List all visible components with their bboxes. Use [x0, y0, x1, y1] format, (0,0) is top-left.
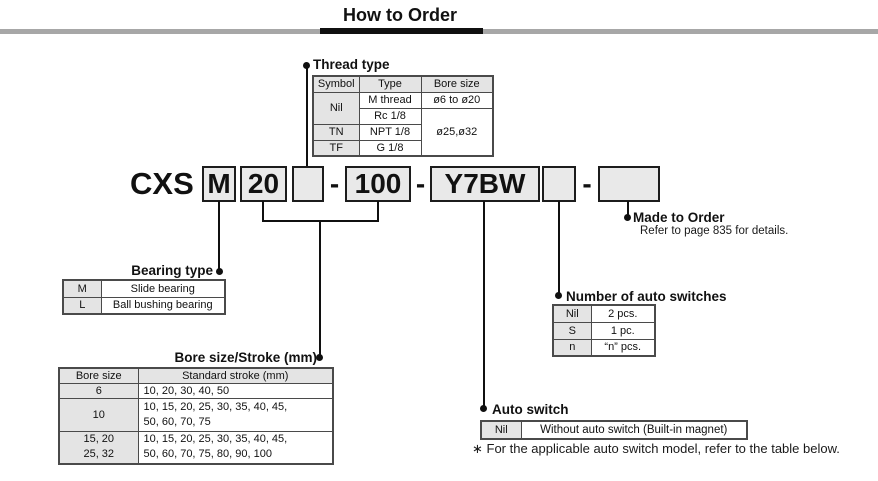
- model-dash-3: -: [582, 168, 592, 199]
- bearing-sym-m: M: [62, 279, 102, 298]
- model-box-made-to-order: [598, 166, 660, 202]
- bearing-desc-m: Slide bearing: [100, 279, 226, 298]
- auto-switch-desc-nil: Without auto switch (Built-in magnet): [520, 420, 748, 440]
- strokes-10-line2: 50, 60, 70, 75: [143, 415, 211, 428]
- bore-stroke-dot: [316, 354, 323, 361]
- auto-switch-label: Auto switch: [492, 402, 569, 417]
- bore-15-32-line2: 25, 32: [83, 448, 115, 461]
- bearing-dot: [216, 268, 223, 275]
- thread-col-bore: Bore size: [420, 75, 494, 93]
- auto-switch-connector: [483, 201, 485, 407]
- bearing-connector: [218, 201, 220, 270]
- auto-switch-sym-nil: Nil: [480, 420, 522, 440]
- thread-col-symbol: Symbol: [312, 75, 360, 93]
- model-box-auto-switch: Y7BW: [430, 166, 540, 202]
- qty-sym-n: n: [552, 338, 592, 357]
- qty-sym-nil: Nil: [552, 304, 592, 323]
- strokes-15-32: 10, 15, 20, 25, 30, 35, 40, 45, 50, 60, …: [137, 430, 334, 465]
- thread-sym-tf: TF: [312, 139, 360, 157]
- qty-desc-n: “n” pcs.: [590, 338, 656, 357]
- bore-15-32: 15, 20 25, 32: [58, 430, 139, 465]
- switch-qty-dot: [555, 292, 562, 299]
- model-box-switch-qty: [542, 166, 576, 202]
- model-box-bore: 20: [240, 166, 287, 202]
- auto-switch-note: ∗ For the applicable auto switch model, …: [472, 441, 840, 456]
- thread-col-type: Type: [358, 75, 422, 93]
- strokes-6: 10, 20, 30, 40, 50: [137, 382, 334, 399]
- thread-bore-small: ø6 to ø20: [420, 91, 494, 109]
- strokes-15-32-line2: 50, 60, 70, 75, 80, 90, 100: [143, 448, 272, 461]
- switch-qty-connector: [558, 201, 560, 294]
- page-title: How to Order: [342, 5, 457, 25]
- thread-bore-large: ø25,ø32: [420, 107, 494, 157]
- bearing-desc-l: Ball bushing bearing: [100, 296, 226, 315]
- model-prefix: CXS: [130, 166, 194, 201]
- title-underline: [320, 28, 483, 34]
- thread-type-rc: Rc 1/8: [358, 107, 422, 125]
- qty-sym-s: S: [552, 321, 592, 340]
- bore-stroke-table: Bore size Standard stroke (mm) 6 10, 20,…: [58, 367, 334, 465]
- bearing-type-label: Bearing type: [131, 263, 213, 278]
- qty-desc-s: 1 pc.: [590, 321, 656, 340]
- thread-type-g: G 1/8: [358, 139, 422, 157]
- model-box-stroke: 100: [345, 166, 411, 202]
- made-to-order-note: Refer to page 835 for details.: [640, 225, 789, 237]
- bearing-type-table: M Slide bearing L Ball bushing bearing: [62, 279, 226, 315]
- auto-switch-dot: [480, 405, 487, 412]
- bore-6: 6: [58, 382, 139, 399]
- model-dash-1: -: [329, 168, 340, 199]
- bearing-sym-l: L: [62, 296, 102, 315]
- bore-stroke-label: Bore size/Stroke (mm): [174, 350, 317, 365]
- model-box-thread: [292, 166, 324, 202]
- bore-15-32-line1: 15, 20: [83, 433, 115, 446]
- strokes-10: 10, 15, 20, 25, 30, 35, 40, 45, 50, 60, …: [137, 397, 334, 432]
- thread-sym-tn: TN: [312, 123, 360, 141]
- bore-stroke-col-stroke: Standard stroke (mm): [137, 367, 334, 384]
- switch-qty-table: Nil 2 pcs. S 1 pc. n “n” pcs.: [552, 304, 656, 357]
- strokes-10-line1: 10, 15, 20, 25, 30, 35, 40, 45,: [143, 400, 288, 413]
- bore-connector: [262, 201, 264, 222]
- thread-type-npt: NPT 1/8: [358, 123, 422, 141]
- made-to-order-dot: [624, 214, 631, 221]
- model-dash-2: -: [415, 168, 426, 199]
- thread-type-label: Thread type: [313, 57, 390, 72]
- strokes-15-32-line1: 10, 15, 20, 25, 30, 35, 40, 45,: [143, 433, 288, 446]
- bore-10: 10: [58, 397, 139, 432]
- thread-type-connector: [306, 65, 308, 166]
- auto-switch-table: Nil Without auto switch (Built-in magnet…: [480, 420, 748, 440]
- model-box-bearing: M: [202, 166, 236, 202]
- thread-type-table: Symbol Type Bore size Nil M thread ø6 to…: [312, 75, 494, 157]
- made-to-order-connector: [627, 201, 629, 216]
- stroke-connector: [377, 201, 379, 222]
- thread-sym-nil: Nil: [312, 91, 360, 125]
- bore-stroke-connector: [319, 220, 321, 356]
- switch-qty-label: Number of auto switches: [566, 289, 727, 304]
- made-to-order-label: Made to Order: [633, 210, 725, 225]
- thread-type-m: M thread: [358, 91, 422, 109]
- bore-stroke-col-bore: Bore size: [58, 367, 139, 384]
- qty-desc-nil: 2 pcs.: [590, 304, 656, 323]
